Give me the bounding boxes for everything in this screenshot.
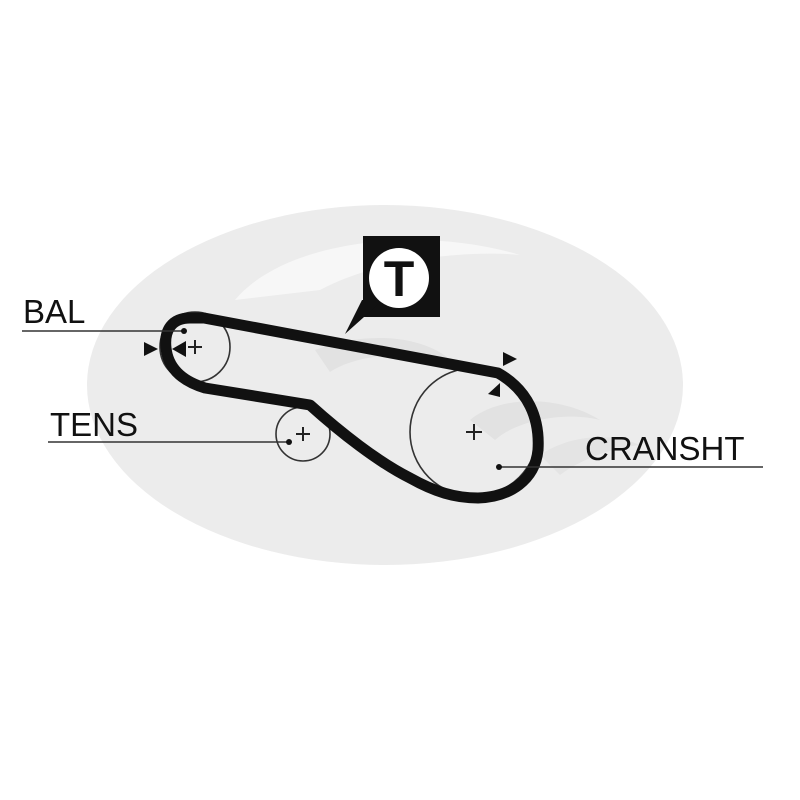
bal-leader [22,328,187,334]
tensioner-badge: T [345,236,440,334]
bal-timing-mark [144,341,186,357]
badge-letter: T [384,251,415,307]
tens-leader [48,439,292,445]
label-bal: BAL [23,293,85,330]
crank-timing-mark [488,352,517,397]
label-cranksht: CRANSHT [585,430,745,467]
cranksht-leader [496,464,763,470]
label-tens: TENS [50,406,138,443]
timing-belt [160,312,544,504]
